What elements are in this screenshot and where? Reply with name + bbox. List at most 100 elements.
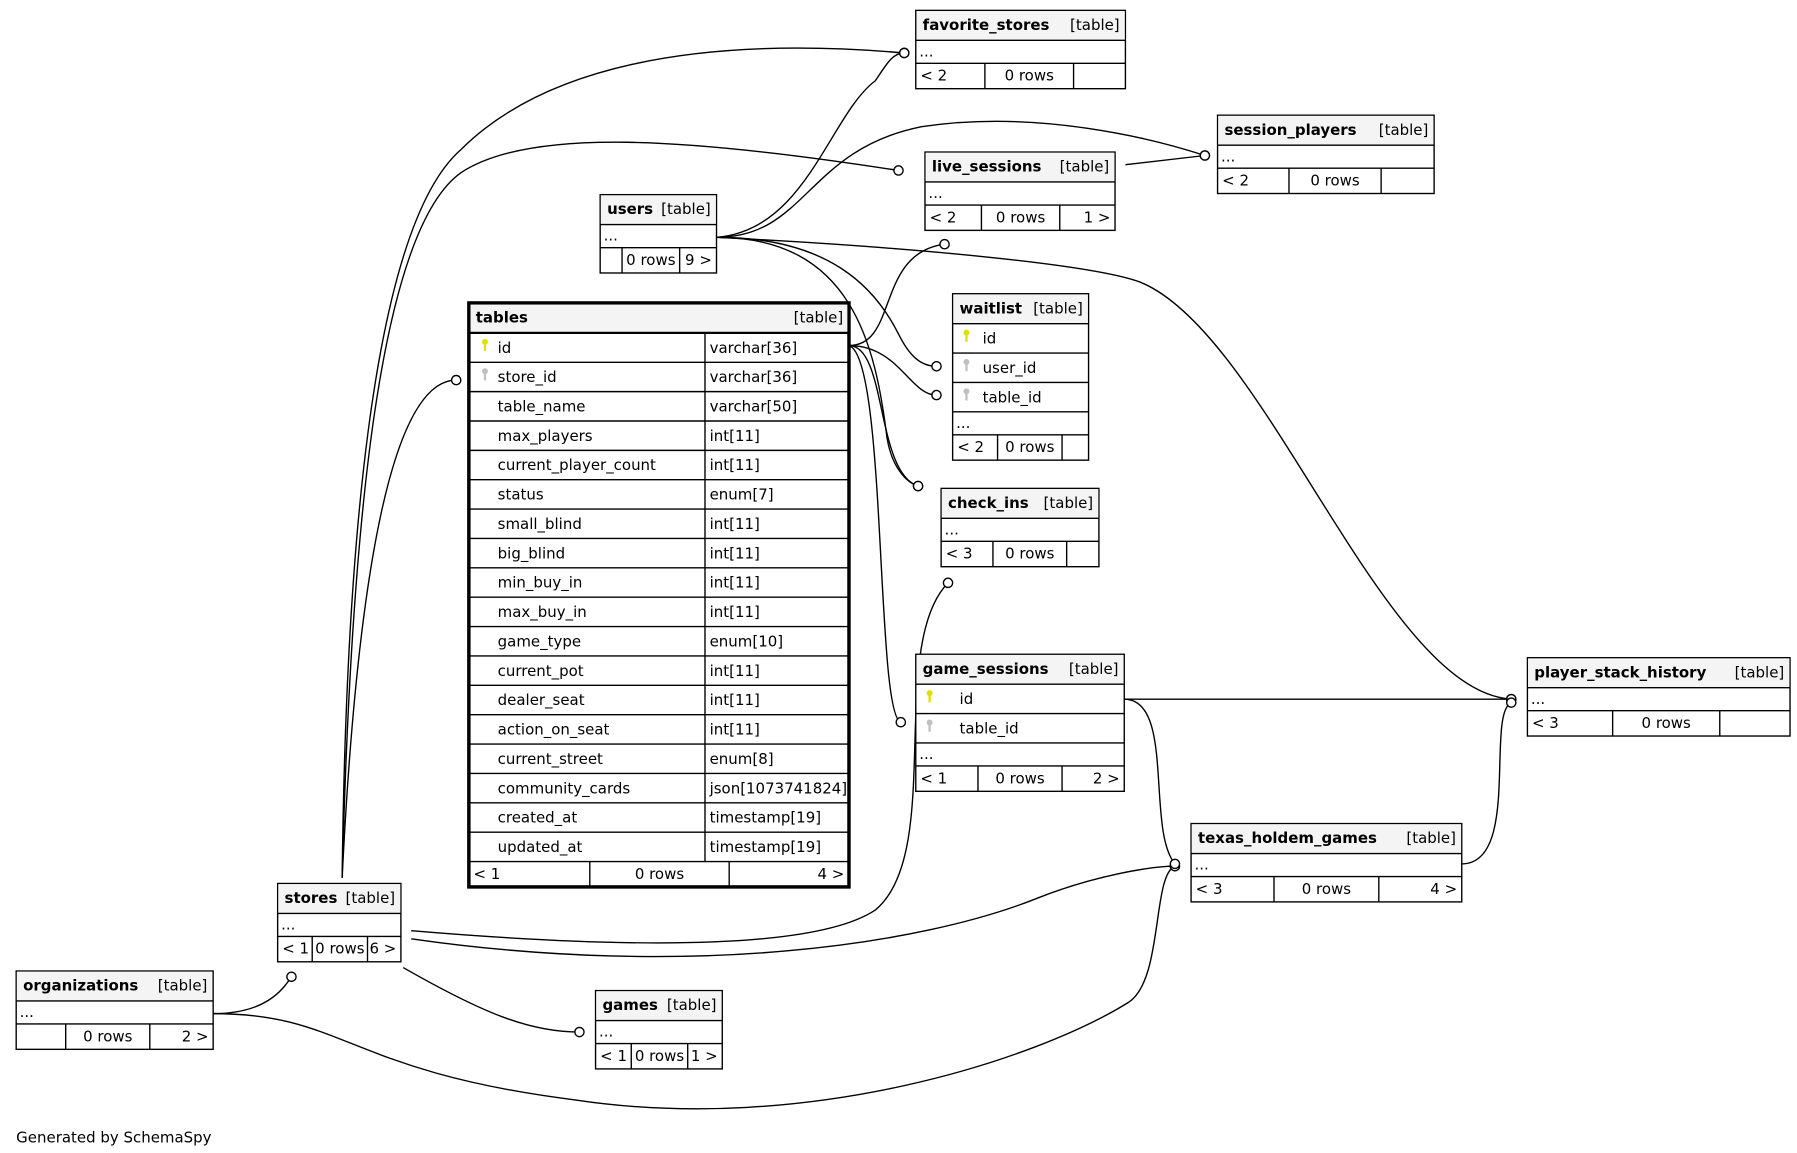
table-name[interactable]: games <box>602 996 658 1014</box>
parents-link[interactable]: < 1 <box>473 865 500 883</box>
table-type-label: [table] <box>1379 121 1429 139</box>
column-row-id[interactable]: id <box>963 330 996 348</box>
column-name: store_id <box>498 368 557 387</box>
column-row-id[interactable]: id <box>926 690 974 708</box>
column-type: enum[7] <box>710 486 774 504</box>
zero-marker-icon <box>931 389 942 401</box>
table-name[interactable]: check_ins <box>948 494 1029 512</box>
parents-link[interactable]: < 1 <box>920 769 947 787</box>
table-name[interactable]: stores <box>285 889 338 907</box>
table-name[interactable]: texas_holdem_games <box>1198 829 1377 847</box>
more-columns-ellipsis: ... <box>945 520 959 538</box>
column-type: varchar[50] <box>710 397 798 415</box>
column-name: table_name <box>498 397 586 416</box>
table-type-label: [table] <box>1044 494 1094 512</box>
zero-marker-icon <box>898 47 910 59</box>
row-count: 0 rows <box>635 1047 685 1065</box>
zero-marker-icon <box>942 577 954 589</box>
table-name[interactable]: tables <box>476 309 528 327</box>
table-name[interactable]: live_sessions <box>932 158 1042 176</box>
children-link[interactable]: 2 > <box>182 1027 209 1045</box>
children-link[interactable]: 1 > <box>691 1047 718 1065</box>
column-row-table-name[interactable]: table_name varchar[50] <box>498 391 798 422</box>
zero-marker-icon <box>1169 858 1181 870</box>
column-row-table-id[interactable]: table_id <box>963 388 1042 407</box>
primary-key-icon <box>926 690 933 703</box>
parents-link[interactable]: < 3 <box>1532 714 1559 732</box>
children-link[interactable]: 1 > <box>1084 208 1111 226</box>
column-name: updated_at <box>498 838 583 857</box>
parents-link[interactable]: < 2 <box>957 438 984 456</box>
relationship-edge <box>1124 698 1181 870</box>
parents-link[interactable]: < 2 <box>920 67 947 85</box>
children-link[interactable]: 4 > <box>818 865 845 883</box>
children-link[interactable]: 9 > <box>685 251 712 269</box>
table-name[interactable]: player_stack_history <box>1534 663 1706 681</box>
column-type: int[11] <box>710 544 760 562</box>
table-name[interactable]: users <box>607 200 653 218</box>
column-name: community_cards <box>498 779 631 798</box>
table-type-label: [table] <box>1406 829 1456 847</box>
parents-link[interactable]: < 3 <box>1196 880 1223 898</box>
table-name[interactable]: session_players <box>1224 121 1356 139</box>
column-type: int[11] <box>710 662 760 680</box>
children-link[interactable]: 2 > <box>1093 769 1120 787</box>
column-row-store-id[interactable]: store_id varchar[36] <box>481 362 798 392</box>
table-name[interactable]: organizations <box>23 977 138 995</box>
column-row-user-id[interactable]: user_id <box>963 359 1036 378</box>
relationship-edge <box>716 236 942 372</box>
parents-link[interactable]: < 1 <box>600 1047 627 1065</box>
column-type: varchar[36] <box>710 339 798 357</box>
column-row-table-id[interactable]: table_id <box>926 719 1019 738</box>
column-type: int[11] <box>710 603 760 621</box>
zero-marker-icon <box>1505 697 1517 708</box>
table-name[interactable]: game_sessions <box>923 660 1049 678</box>
column-type: varchar[36] <box>710 368 798 386</box>
parents-link[interactable]: < 3 <box>946 545 973 563</box>
children-link[interactable]: 6 > <box>369 940 396 958</box>
parents-link[interactable]: < 2 <box>1222 171 1249 189</box>
parents-link[interactable]: < 2 <box>930 208 957 226</box>
table-name[interactable]: waitlist <box>960 299 1023 317</box>
table-name[interactable]: favorite_stores <box>923 16 1050 34</box>
parents-link[interactable]: < 1 <box>282 940 309 958</box>
relationship-edge <box>848 344 924 492</box>
row-count: 0 rows <box>1642 714 1692 732</box>
children-link[interactable]: 4 > <box>1430 880 1457 898</box>
column-type: int[11] <box>710 456 760 474</box>
